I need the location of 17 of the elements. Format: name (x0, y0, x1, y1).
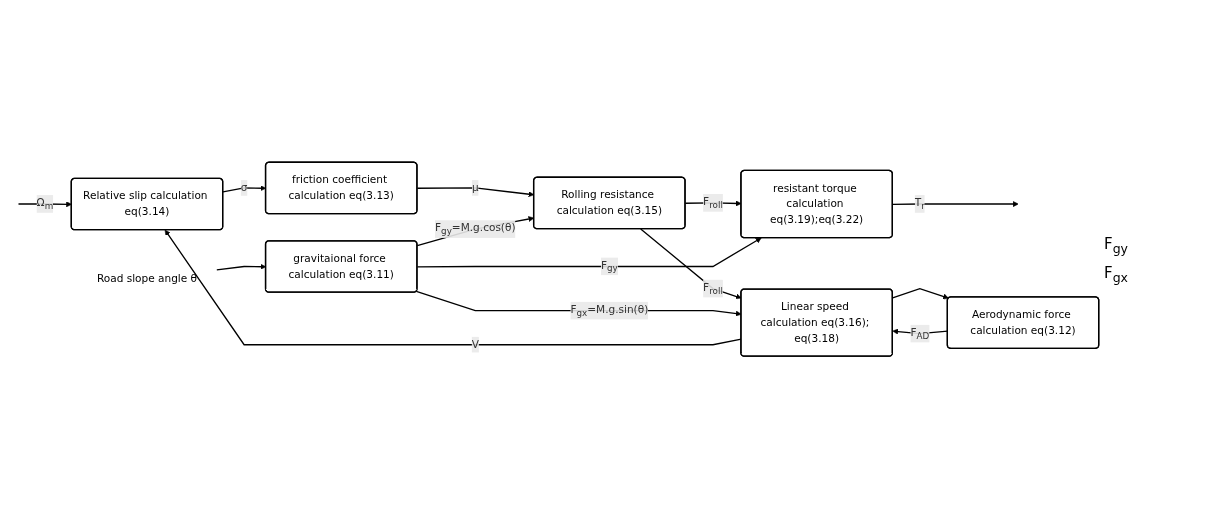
node-text: Road slope angle θ (96, 272, 198, 285)
edge-label: F$_{gy}$ (600, 259, 618, 274)
edge-label: μ (471, 181, 479, 195)
edge-label: F$_{roll}$ (703, 281, 723, 296)
edge-label: F$_{AD}$ (910, 326, 930, 341)
arrow (416, 237, 762, 268)
signal-label: F$_{gx}$ (1104, 263, 1129, 285)
edge-label: Ω$_{m}$ (36, 196, 54, 212)
signal-label: F$_{gy}$ (1104, 234, 1129, 256)
edge-label: F$_{roll}$ (703, 195, 723, 211)
edge-label: V (471, 338, 479, 351)
edge-label: F$_{gx}$=M.g.sin(θ) (570, 303, 649, 318)
edge-label: F$_{gy}$=M.g.cos(θ) (435, 221, 516, 237)
edge-label: σ (240, 181, 248, 195)
edge-label: T$_{r}$ (914, 196, 925, 212)
arrow (892, 201, 1019, 208)
arrow (892, 288, 949, 300)
